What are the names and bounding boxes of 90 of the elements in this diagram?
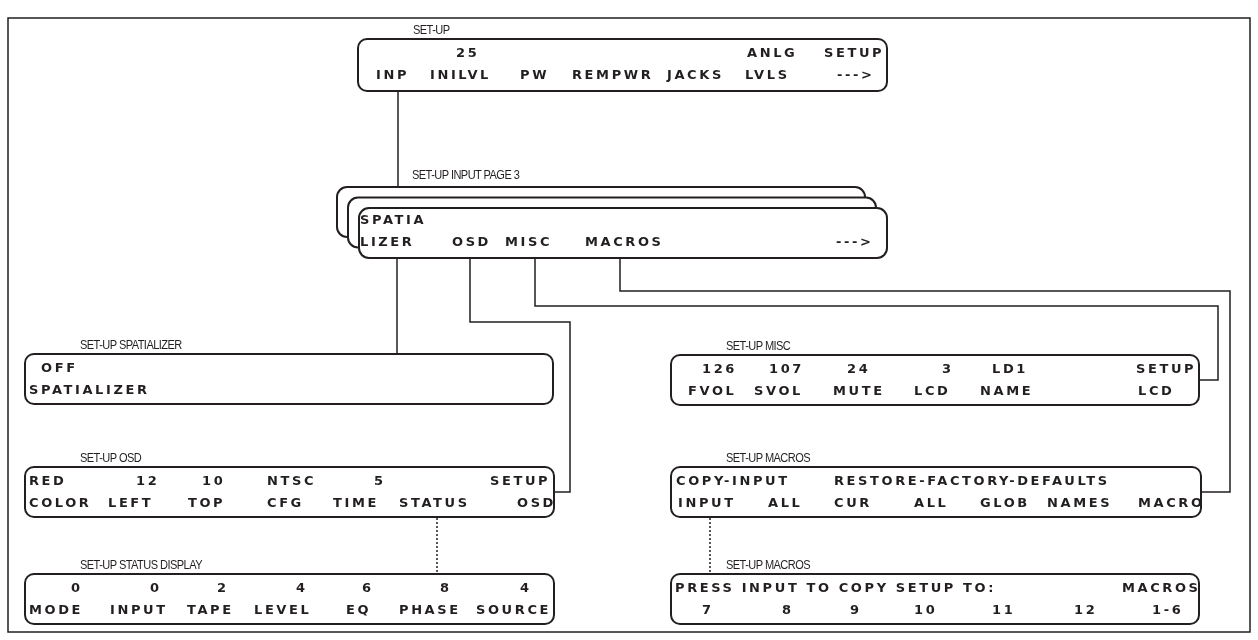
display-text: LEVEL [254,602,312,618]
display-text: 4 [296,580,308,596]
display-text: COLOR [29,495,92,511]
display-text: MACROS [1122,580,1201,596]
connector-line [469,258,571,493]
display-text: OSD [517,495,556,511]
screen-title: SET-UP [413,23,450,37]
display-text: INILVL [430,67,491,83]
display-text: LEFT [108,495,154,511]
display-text: PHASE [399,602,461,618]
display-text: ALL [914,495,949,511]
display-text: 25 [456,45,480,61]
display-text: INPUT [110,602,168,618]
display-text: TIME [333,495,379,511]
display-text: LD1 [992,361,1028,377]
display-text: MACRO [1138,495,1205,511]
display-text: GLOB [980,495,1030,511]
connector-line [619,258,1231,493]
display-text: MODE [29,602,84,618]
display-text: SPATIA [360,212,427,228]
display-text: COPY-INPUT [676,473,790,489]
display-text: 1-6 [1152,602,1184,618]
display-text: LVLS [745,67,790,83]
display-text: REMPWR [572,67,654,83]
screen-title: SET-UP MACROS [726,558,811,572]
display-text: INP [376,67,410,83]
screen-title: SET-UP INPUT PAGE 3 [412,168,520,182]
display-text: SETUP [490,473,551,489]
display-text: 9 [850,602,862,618]
display-text: 4 [520,580,532,596]
display-text: RESTORE-FACTORY-DEFAULTS [834,473,1110,489]
display-text: NAMES [1047,495,1113,511]
display-text: 126 [702,361,737,377]
dotted-connector [709,517,711,574]
display-text: TAPE [187,602,234,618]
display-text: OSD [452,234,491,250]
display-text: EQ [346,602,372,618]
display-text: LIZER [360,234,415,250]
display-text: NAME [980,383,1034,399]
display-text: LCD [1138,383,1175,399]
display-text: SETUP [1136,361,1197,377]
display-text: 12 [136,473,160,489]
display-text: STATUS [399,495,470,511]
display-text: 7 [702,602,714,618]
dotted-connector [436,517,438,574]
screen-title: SET-UP MACROS [726,451,811,465]
display-text: NTSC [267,473,317,489]
screen-title: SET-UP STATUS DISPLAY [80,558,202,572]
display-text: MACROS [585,234,664,250]
display-text: 10 [914,602,938,618]
display-text: SETUP [824,45,885,61]
display-text: 0 [71,580,83,596]
display-text: 24 [847,361,871,377]
screen-title: SET-UP MISC [726,339,791,353]
connector-line [397,91,399,187]
display-text: ---> [836,234,874,250]
display-text: 2 [217,580,229,596]
display-text: LCD [914,383,951,399]
screen-title: SET-UP OSD [80,451,142,465]
display-text: CUR [834,495,872,511]
display-text: MUTE [833,383,885,399]
display-text: PW [520,67,550,83]
display-text: CFG [267,495,304,511]
display-text: 0 [150,580,162,596]
display-text: TOP [188,495,226,511]
display-text: 3 [942,361,954,377]
display-text: ANLG [747,45,798,61]
display-text: FVOL [688,383,737,399]
connector-line [534,258,1219,381]
display-text: SOURCE [476,602,551,618]
display-text: 107 [769,361,804,377]
display-text: MISC [505,234,553,250]
display-text: ---> [837,67,875,83]
display-text: 10 [202,473,226,489]
display-text: SPATIALIZER [29,382,150,398]
display-text: 12 [1074,602,1098,618]
display-text: RED [29,473,67,489]
display-text: PRESS INPUT TO COPY SETUP TO: [675,580,997,596]
display-text: 8 [782,602,794,618]
display-text: 8 [440,580,452,596]
display-text: 5 [374,473,386,489]
display-text: 6 [362,580,374,596]
display-text: 11 [992,602,1016,618]
connector-line [396,258,398,354]
display-text: SVOL [754,383,803,399]
display-text: INPUT [678,495,736,511]
display-text: ALL [768,495,803,511]
display-text: JACKS [667,67,724,83]
display-text: OFF [41,360,78,376]
screen-title: SET-UP SPATIALIZER [80,338,182,352]
